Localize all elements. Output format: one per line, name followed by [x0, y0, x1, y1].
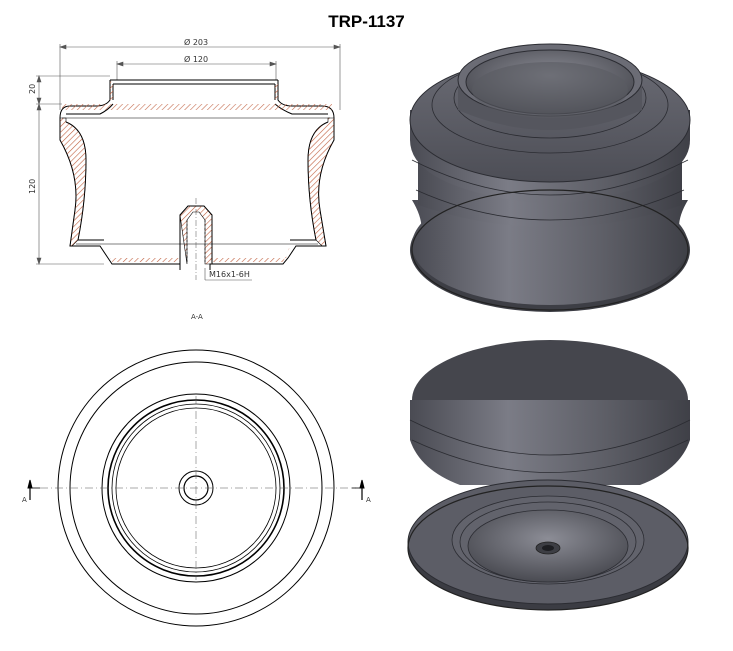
render-iso-top [409, 43, 691, 312]
label-top-height: 20 [28, 84, 37, 94]
section-top-flange [110, 79, 278, 100]
dim-outer-diameter [59, 44, 341, 110]
section-marker-right-label: A [366, 496, 371, 504]
section-marker-right [352, 479, 365, 500]
label-outer-diameter: Ø 203 [184, 37, 208, 47]
section-view [36, 44, 341, 281]
label-body-height: 120 [28, 179, 37, 194]
top-view [27, 349, 365, 627]
render-iso-bottom [407, 340, 691, 611]
section-marker-left-label: A [22, 496, 27, 504]
label-top-diameter: Ø 120 [184, 54, 208, 64]
section-marker-left [27, 479, 40, 500]
label-thread: M16x1-6H [209, 270, 250, 279]
dim-top-diameter [116, 61, 277, 80]
dim-heights [36, 75, 110, 265]
drawing-title: TRP-1137 [328, 12, 405, 31]
section-label: A-A [191, 313, 203, 321]
